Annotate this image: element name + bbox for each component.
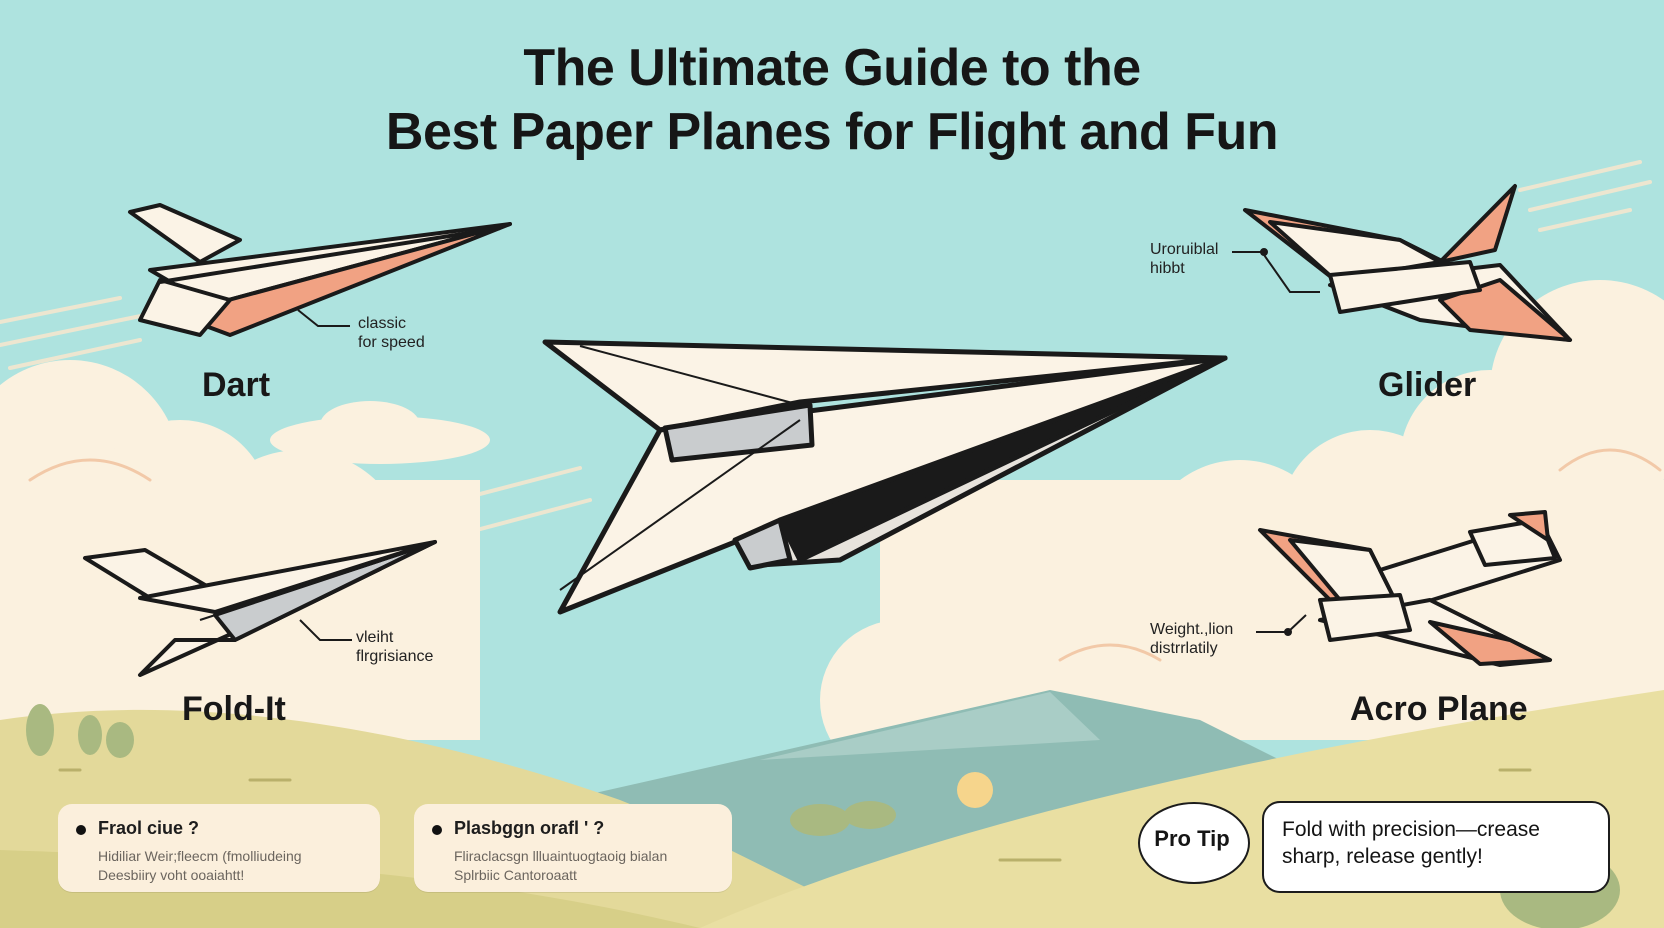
info-card-text-line-2: Deesbiiry voht ooaiahtt! <box>98 867 245 883</box>
pro-tip-box <box>1262 801 1610 893</box>
foldit-annotation: vleiht flrgrisiance <box>356 628 433 666</box>
acro-plane-label: Acro Plane <box>1350 690 1528 728</box>
glider-note-line-1: Uroruiblal <box>1150 241 1219 258</box>
dart-note-line-1: classic <box>358 315 407 332</box>
title-line-1: The Ultimate Guide to the <box>523 39 1141 97</box>
acro-note-line-1: Weight.,lion <box>1150 621 1234 638</box>
info-card-title: Fraol ciue ? <box>98 818 200 838</box>
pro-tip-bubble <box>1138 802 1250 884</box>
dart-annotation: classic for speed <box>358 314 425 352</box>
pro-tip-label: Pro Tip <box>1154 826 1230 851</box>
foldit-label: Fold-It <box>182 690 286 728</box>
page-title: The Ultimate Guide to the Best Paper Pla… <box>0 36 1664 164</box>
dart-label: Dart <box>202 366 271 404</box>
glider-note-line-2: hibbt <box>1150 260 1185 277</box>
bullet-dot-icon <box>76 825 86 835</box>
glider-annotation: Uroruiblal hibbt <box>1150 240 1218 278</box>
info-card-2: Plasbggn orafl ' ? Fliraclacsgn llluaint… <box>414 804 732 892</box>
dart-note-line-2: for speed <box>358 334 425 351</box>
dart-plane-illustration <box>128 203 512 337</box>
pro-tip-line-1: Fold with precision—crease <box>1282 818 1540 841</box>
foldit-plane-illustration <box>83 540 437 677</box>
foldit-note-line-1: vleiht <box>356 629 394 646</box>
info-card-text-line-1: Hidiliar Weir;fleecm (fmolliudeing <box>98 848 302 864</box>
info-card-1: Fraol ciue ? Hidiliar Weir;fleecm (fmoll… <box>58 804 380 892</box>
acro-plane-illustration <box>1258 510 1562 667</box>
info-card-text-line-1: Fliraclacsgn llluaintuogtaoig bialan <box>454 848 668 864</box>
info-card-text-line-2: Splrbiic Cantoroaatt <box>454 867 577 883</box>
title-line-2: Best Paper Planes for Flight and Fun <box>385 103 1279 161</box>
main-plane-illustration <box>542 339 1228 615</box>
pro-tip-text: Fold with precision—crease sharp, releas… <box>1282 816 1602 870</box>
foldit-note-line-2: flrgrisiance <box>356 648 434 665</box>
pro-tip-line-2: sharp, release gently! <box>1282 845 1483 868</box>
info-card-title: Plasbggn orafl ' ? <box>454 818 605 838</box>
bullet-dot-icon <box>432 825 442 835</box>
glider-label: Glider <box>1378 366 1477 404</box>
glider-plane-illustration <box>1243 184 1572 342</box>
acro-annotation: Weight.,lion distrrlatily <box>1150 620 1233 658</box>
acro-note-line-2: distrrlatily <box>1150 640 1218 657</box>
